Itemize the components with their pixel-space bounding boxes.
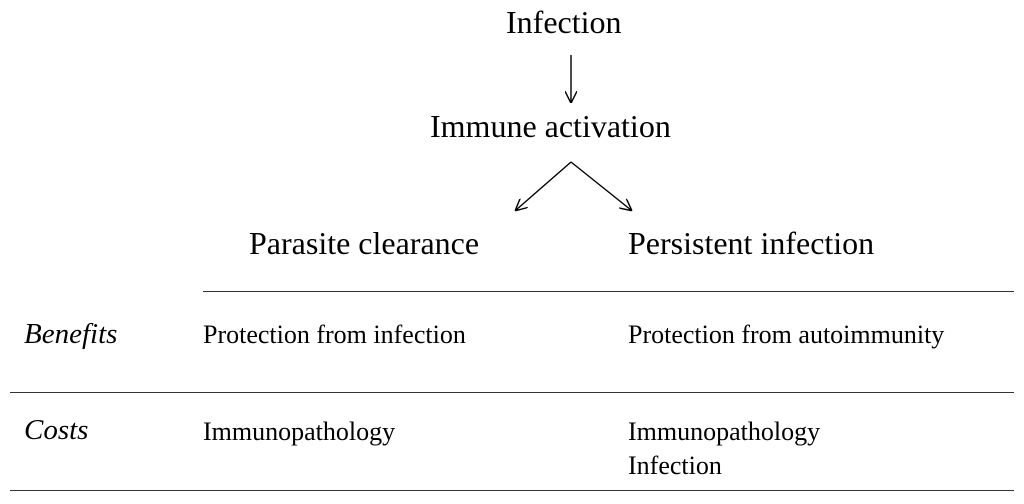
node-persistent-infection: Persistent infection <box>628 225 875 261</box>
node-parasite-clearance: Parasite clearance <box>249 225 480 261</box>
cell-benefits-clearance: Protection from infection <box>203 320 466 349</box>
cell-costs-clearance: Immunopathology <box>203 417 396 446</box>
arrow-activation-to-persistent <box>570 161 631 210</box>
row-label-benefits: Benefits <box>24 318 118 350</box>
arrow-activation-to-clearance <box>516 161 572 210</box>
table-middle-rule <box>10 392 1014 393</box>
table-top-rule <box>203 291 1014 292</box>
table-bottom-rule <box>10 490 1014 491</box>
row-label-costs: Costs <box>24 414 89 446</box>
cell-costs-persistent-1: Immunopathology <box>628 417 821 446</box>
cell-benefits-persistent: Protection from autoimmunity <box>628 320 945 349</box>
node-infection: Infection <box>506 4 622 40</box>
node-immune-activation: Immune activation <box>430 108 671 144</box>
cell-costs-persistent-2: Infection <box>628 451 722 480</box>
